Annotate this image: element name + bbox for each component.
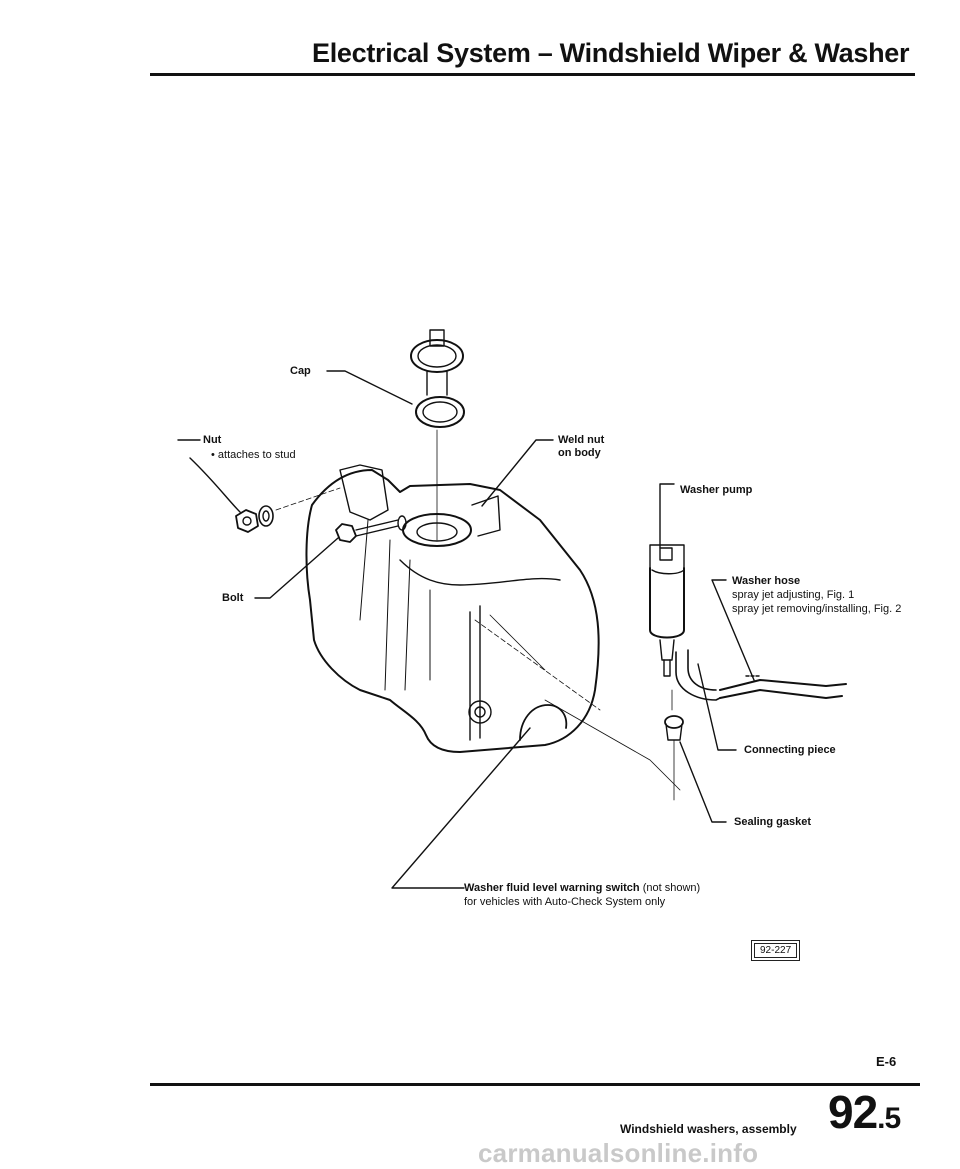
section-number-main: 92 bbox=[828, 1086, 878, 1138]
weld-nut-label-2: on body bbox=[558, 447, 601, 459]
watermark: carmanualsonline.info bbox=[478, 1138, 759, 1168]
connecting-piece-label: Connecting piece bbox=[744, 744, 836, 756]
nut-label: Nut bbox=[203, 434, 222, 446]
level-switch-note: for vehicles with Auto-Check System only bbox=[464, 896, 666, 908]
level-switch-qualifier: (not shown) bbox=[639, 882, 701, 894]
reservoir-drawing bbox=[305, 464, 601, 753]
section-number: 92.5 bbox=[828, 1086, 901, 1145]
figure-id: 92-227 bbox=[750, 940, 801, 961]
bolt-label: Bolt bbox=[222, 592, 244, 604]
footer-rule bbox=[150, 1083, 920, 1086]
nut-drawing bbox=[235, 487, 341, 533]
page-code: E-6 bbox=[876, 1054, 897, 1069]
page-title: Electrical System – Windshield Wiper & W… bbox=[312, 38, 910, 68]
washer-pump-drawing bbox=[649, 544, 685, 677]
footer-caption: Windshield washers, assembly bbox=[620, 1122, 797, 1136]
cap-label: Cap bbox=[290, 365, 311, 377]
level-switch-title: Washer fluid level warning switch bbox=[464, 882, 640, 894]
sealing-gasket-label: Sealing gasket bbox=[734, 816, 812, 828]
header-rule bbox=[150, 73, 915, 76]
hose-drawing bbox=[675, 649, 847, 701]
washer-hose-label: Washer hose bbox=[732, 575, 801, 587]
washer-hose-note-1: spray jet adjusting, Fig. 1 bbox=[732, 589, 855, 601]
cap-drawing bbox=[410, 329, 465, 428]
weld-nut-label: Weld nut bbox=[558, 434, 605, 446]
bolt-drawing bbox=[335, 515, 407, 543]
gasket-drawing bbox=[664, 689, 684, 801]
section-number-sub: .5 bbox=[877, 1102, 901, 1135]
level-switch-label: Washer fluid level warning switch (not s… bbox=[464, 882, 700, 895]
washer-hose-note-2: spray jet removing/installing, Fig. 2 bbox=[732, 603, 902, 615]
nut-note: • attaches to stud bbox=[211, 449, 296, 461]
washer-pump-label: Washer pump bbox=[680, 484, 753, 496]
